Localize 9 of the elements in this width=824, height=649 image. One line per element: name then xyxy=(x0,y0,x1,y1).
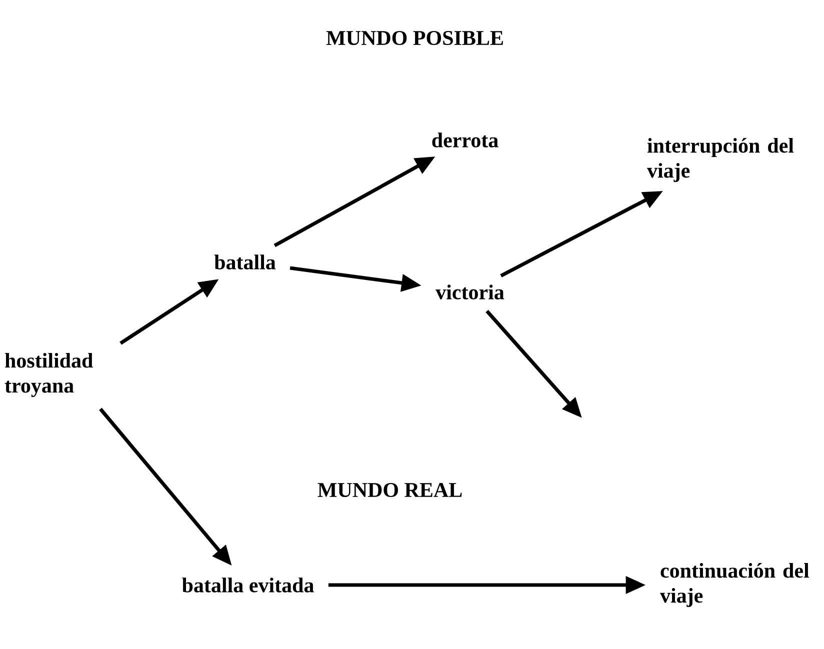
node-text: victoria xyxy=(436,284,504,300)
heading: MUNDO REAL xyxy=(318,482,462,498)
node-text: derrota xyxy=(432,132,498,148)
node-text: hostilidad troyana xyxy=(4,352,93,398)
node-text: batalla evitada xyxy=(182,578,314,592)
node-text: batalla xyxy=(214,254,276,270)
node-text: continuación del viaje xyxy=(660,562,809,608)
node-text: interrupción del viaje xyxy=(647,138,794,182)
heading: MUNDO POSIBLE xyxy=(326,30,503,46)
